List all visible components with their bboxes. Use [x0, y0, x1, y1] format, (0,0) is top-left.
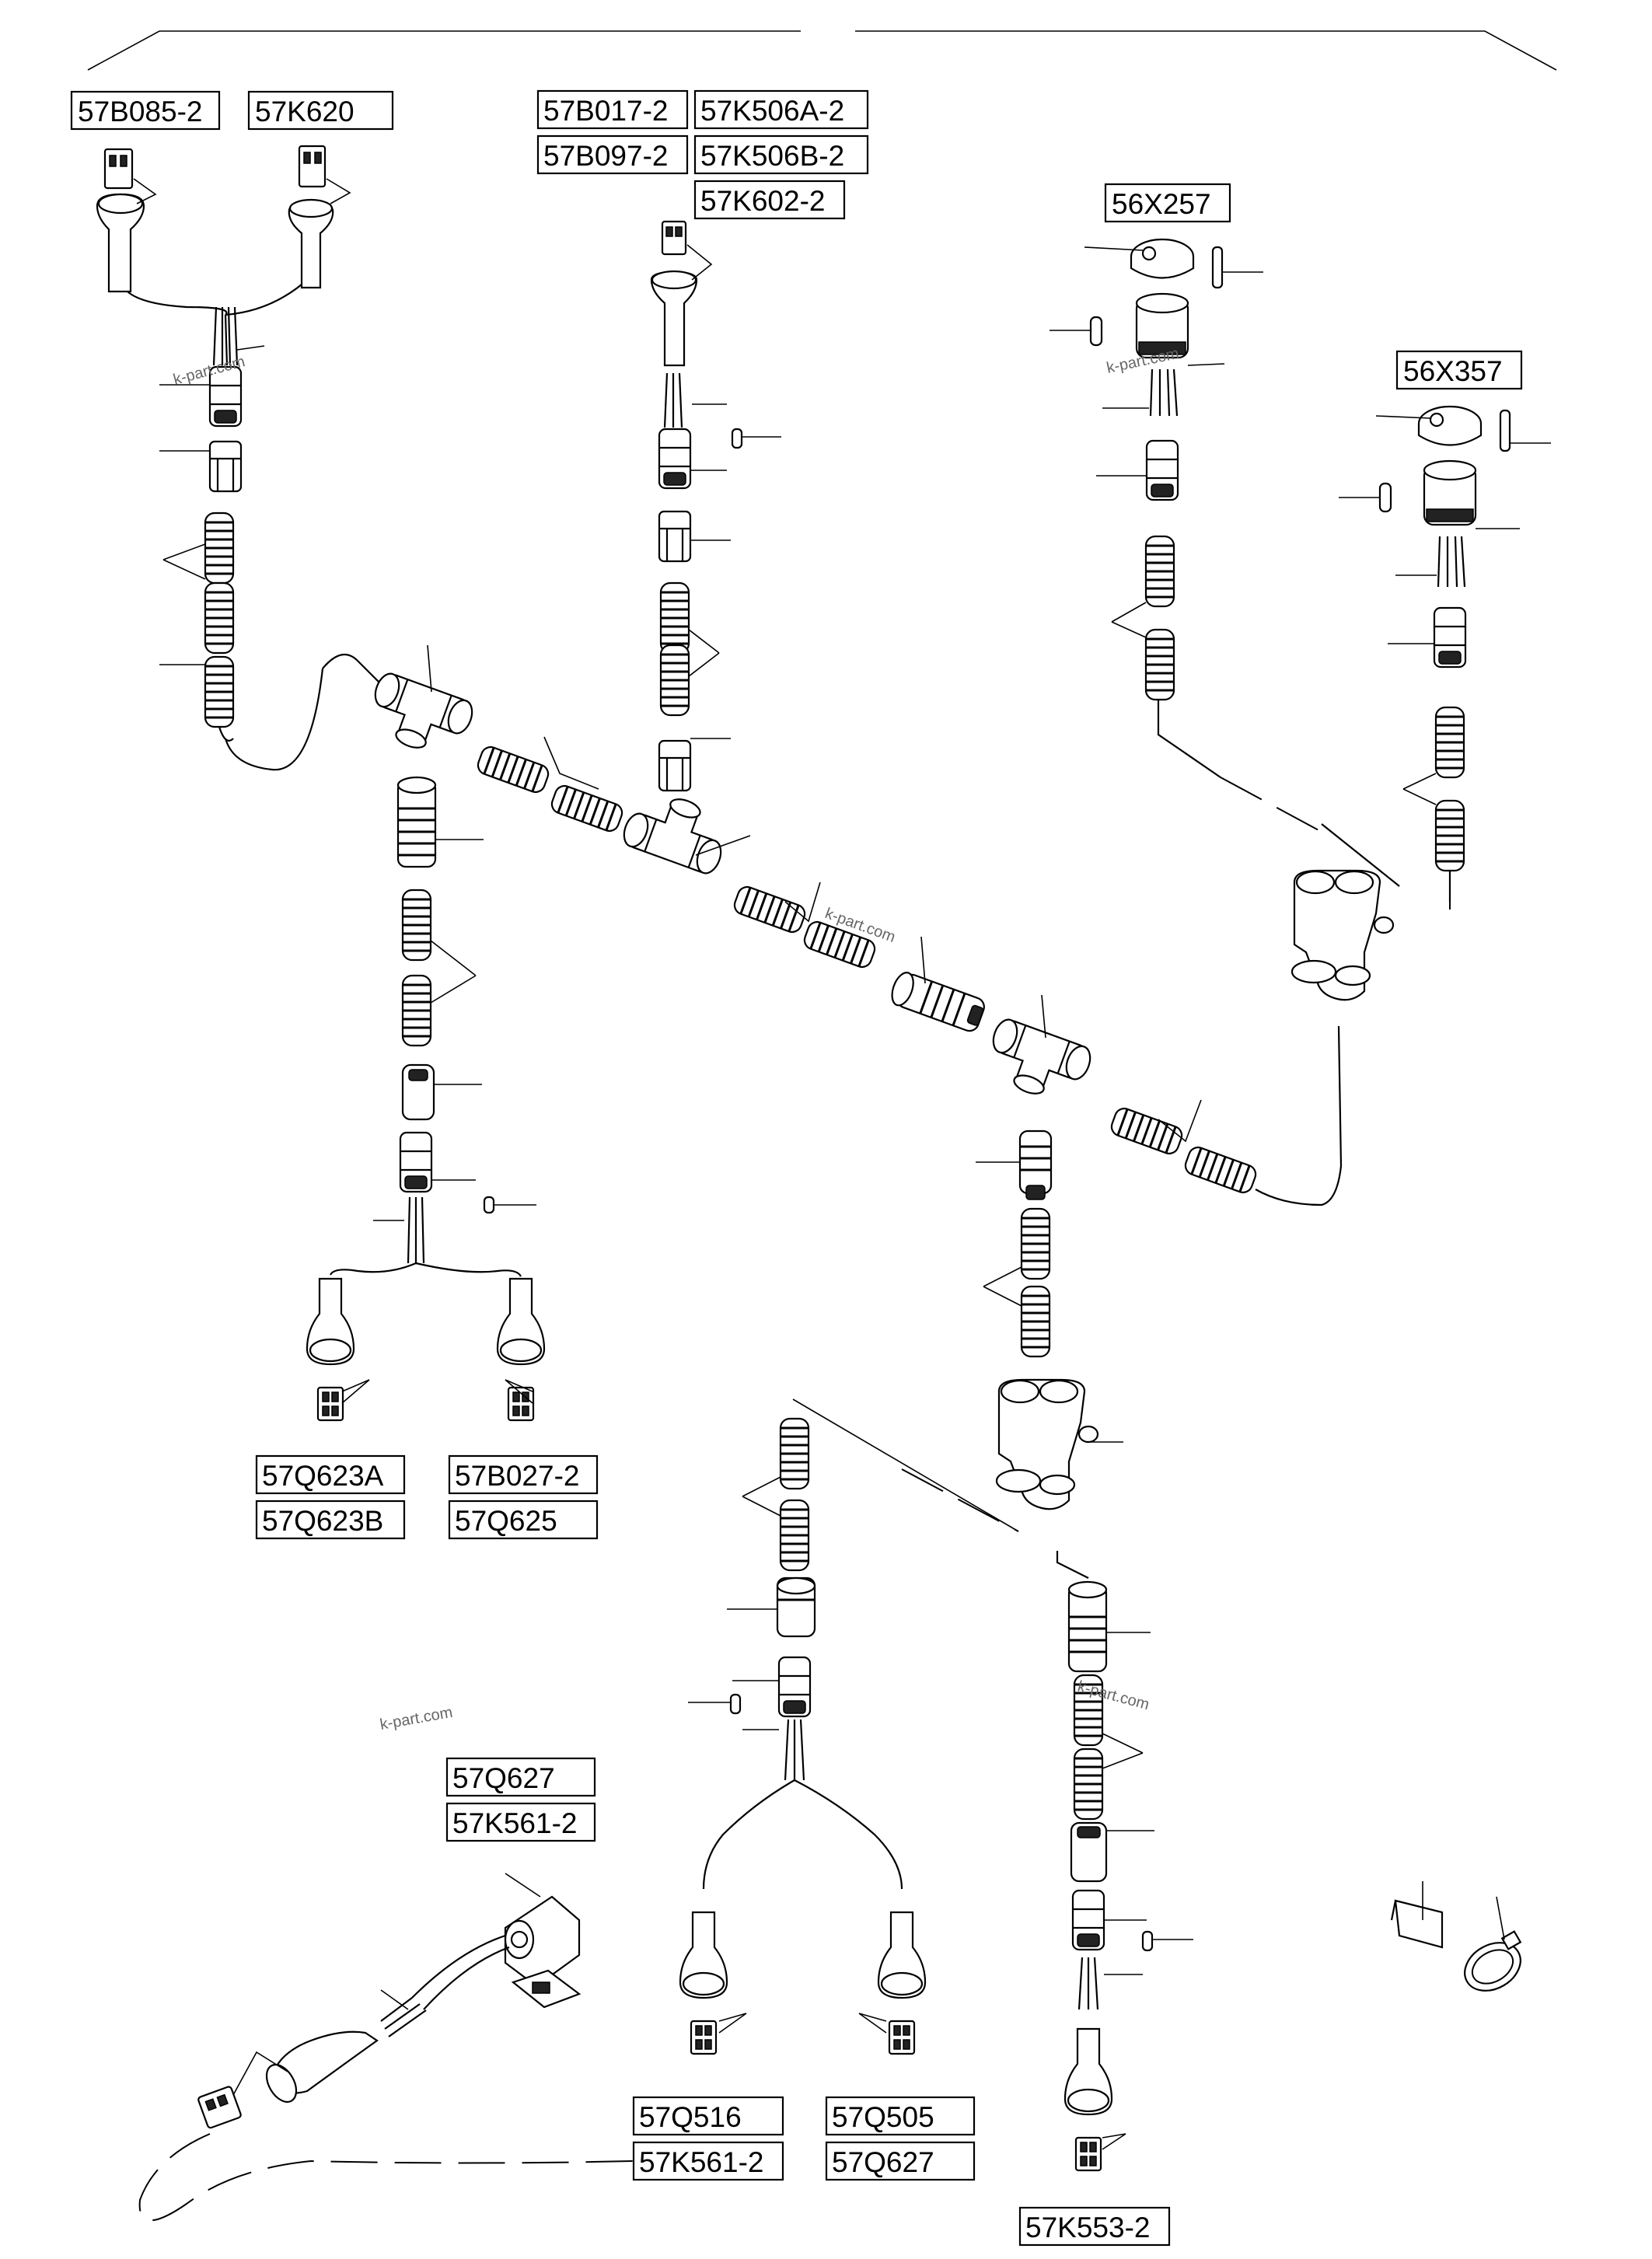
- svg-text:57B085-2: 57B085-2: [78, 96, 202, 127]
- label-57K553-2: 57K553-2: [1018, 2206, 1171, 2247]
- branch-lower-right: [1056, 1551, 1193, 2172]
- label-57B017-2: 57B017-2: [536, 89, 689, 130]
- svg-text:57K561-2: 57K561-2: [639, 2146, 763, 2178]
- branch-56x357: [1321, 405, 1551, 910]
- label-57K506B-2: 57K506B-2: [693, 134, 869, 175]
- label-57K602-2: 57K602-2: [693, 180, 846, 220]
- tape-and-tie: [1390, 1881, 1522, 1992]
- svg-text:57B017-2: 57B017-2: [543, 95, 668, 127]
- svg-text:57K506B-2: 57K506B-2: [700, 140, 844, 172]
- label-57Q516: 57Q516: [632, 2096, 784, 2136]
- main-trunk: [474, 736, 1343, 1206]
- svg-text:57B027-2: 57B027-2: [455, 1460, 579, 1492]
- svg-text:57Q623B: 57Q623B: [262, 1505, 383, 1537]
- label-57B097-2: 57B097-2: [536, 134, 689, 175]
- svg-text:57Q627: 57Q627: [832, 2146, 934, 2178]
- label-57Q627-lower: 57Q627: [825, 2141, 976, 2181]
- solenoid-connector: [138, 1873, 634, 2222]
- label-57Q625: 57Q625: [448, 1500, 599, 1540]
- label-57K506A-2: 57K506A-2: [693, 89, 869, 130]
- tee-connector-2: [619, 783, 751, 878]
- watermark: k-part.com: [379, 1704, 454, 1734]
- branch-left-down: [306, 776, 546, 1422]
- label-57B027-2: 57B027-2: [448, 1454, 599, 1495]
- label-56X357: 56X357: [1395, 350, 1523, 390]
- svg-text:57K602-2: 57K602-2: [700, 185, 825, 217]
- label-57Q623B: 57Q623B: [255, 1500, 406, 1540]
- svg-text:57Q623A: 57Q623A: [262, 1460, 384, 1492]
- svg-text:57K620: 57K620: [255, 96, 354, 127]
- svg-text:57Q505: 57Q505: [832, 2101, 934, 2133]
- svg-text:57Q625: 57Q625: [455, 1505, 557, 1537]
- label-57K561-2-lower: 57K561-2: [632, 2141, 784, 2181]
- y-piece-right: [1291, 869, 1395, 1001]
- svg-text:57K553-2: 57K553-2: [1025, 2212, 1150, 2243]
- svg-text:56X357: 56X357: [1403, 355, 1503, 387]
- tee-connector-1: [360, 644, 477, 764]
- label-57Q627-upper: 57Q627: [445, 1757, 596, 1797]
- svg-text:57Q516: 57Q516: [639, 2101, 742, 2133]
- branch-56x257: [1050, 238, 1322, 833]
- branch-center-right-down: [976, 1130, 1123, 1510]
- svg-text:56X257: 56X257: [1112, 188, 1211, 220]
- label-57Q623A: 57Q623A: [255, 1454, 406, 1495]
- svg-text:57Q627: 57Q627: [452, 1762, 555, 1794]
- branch-lower-center: [679, 1398, 1019, 2055]
- label-57K561-2-upper: 57K561-2: [445, 1802, 596, 1842]
- tee-connector-3: [978, 994, 1095, 1110]
- branch-top-left: [96, 145, 351, 742]
- svg-text:57B097-2: 57B097-2: [543, 140, 668, 172]
- label-57Q505: 57Q505: [825, 2096, 976, 2136]
- label-57B085-2: 57B085-2: [70, 90, 221, 131]
- label-57K620: 57K620: [247, 90, 394, 131]
- label-56X257: 56X257: [1104, 183, 1231, 223]
- svg-text:57K561-2: 57K561-2: [452, 1807, 577, 1839]
- svg-text:57K506A-2: 57K506A-2: [700, 95, 844, 127]
- branch-center-up: [650, 220, 781, 792]
